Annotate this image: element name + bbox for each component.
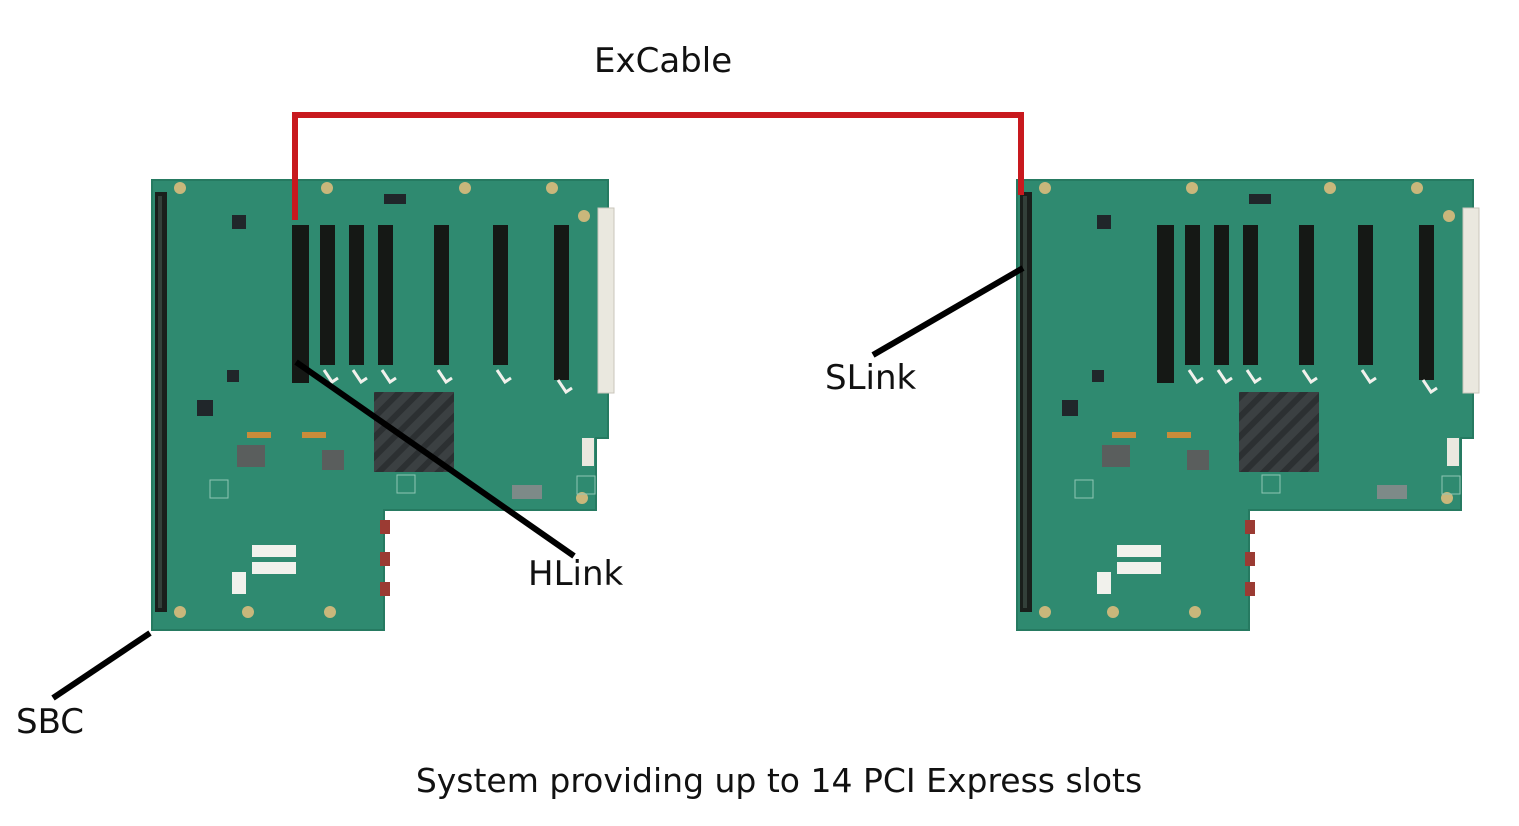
excable-label: ExCable [594, 41, 732, 81]
caption: System providing up to 14 PCI Express sl… [416, 761, 1142, 800]
slink-pointer [873, 268, 1023, 355]
slink-label: SLink [825, 358, 917, 398]
hlink-label: HLink [528, 554, 624, 594]
sbc-pointer [53, 633, 150, 698]
sbc-label: SBC [16, 702, 84, 742]
backplane-board-right [1017, 180, 1479, 630]
